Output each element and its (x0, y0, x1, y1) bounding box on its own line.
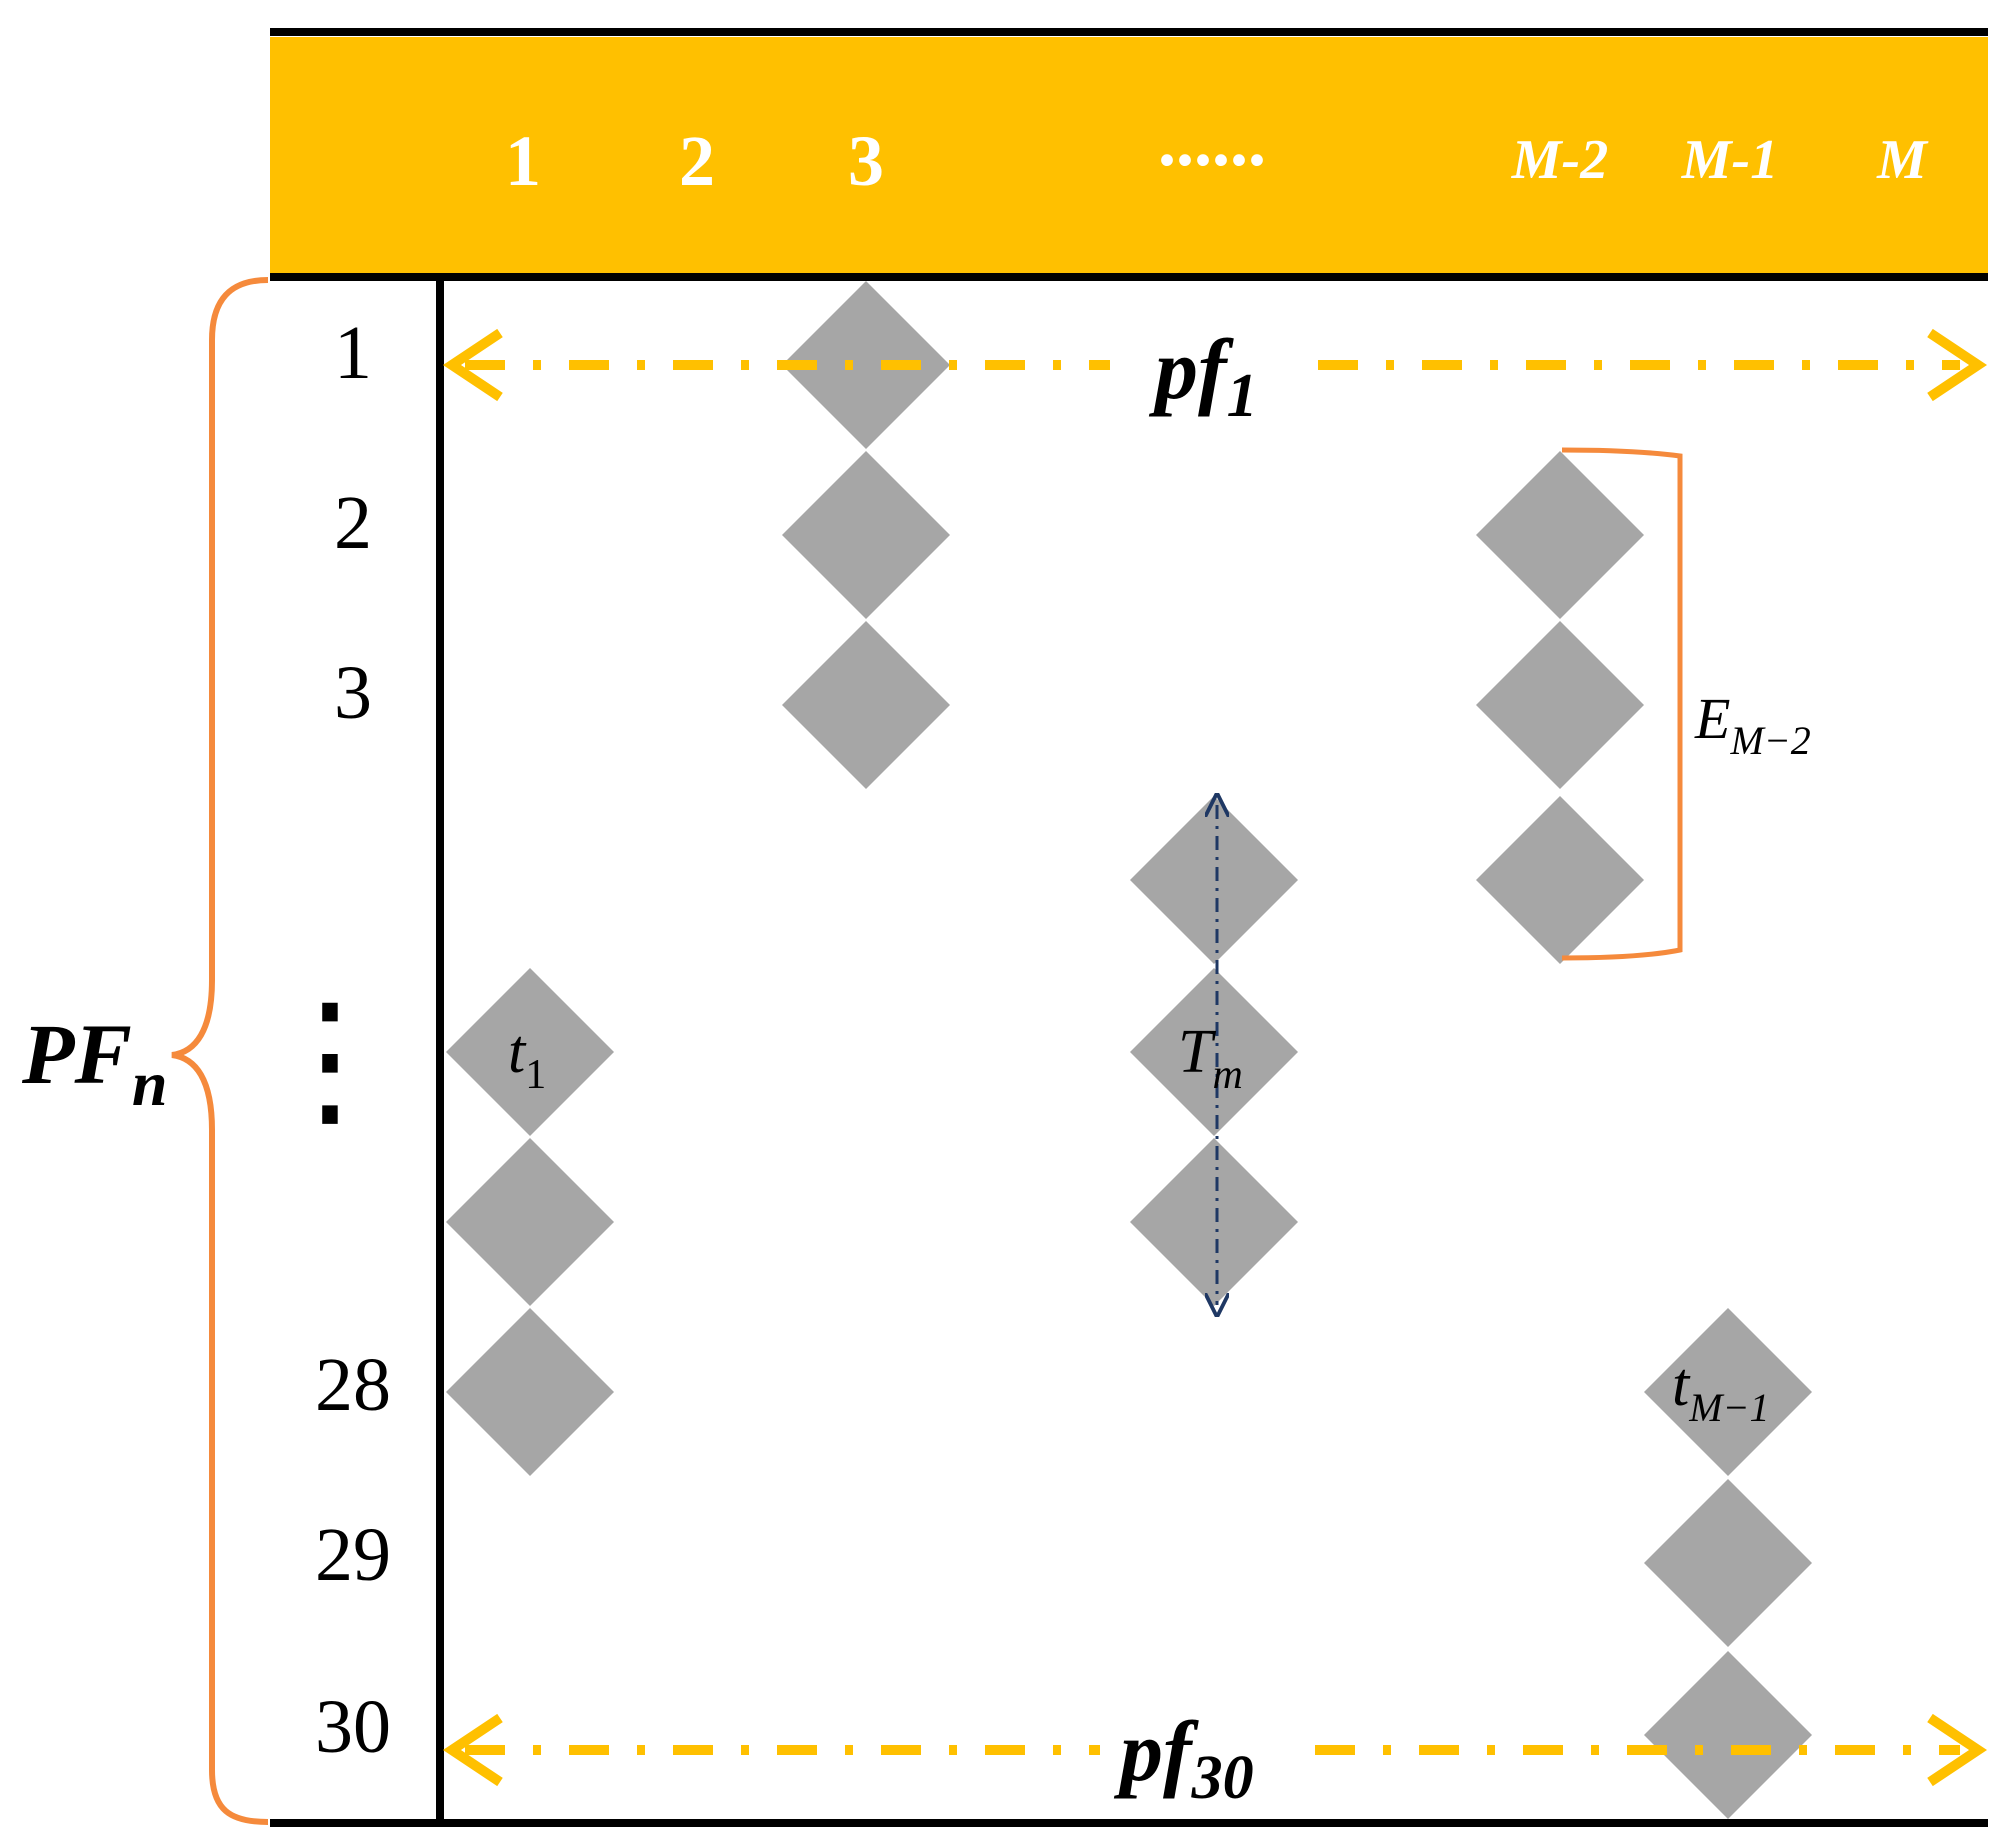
pf1-arrowhead-right (1927, 328, 1988, 402)
diamond-cell (1130, 1138, 1298, 1306)
pf1-label: pf1 (1148, 321, 1258, 430)
diamond-cell (1476, 451, 1644, 619)
diamond-cell (446, 968, 614, 1136)
pf30-arrowhead-right (1927, 1713, 1988, 1787)
row-label-1: 1 (334, 311, 372, 395)
column-label-1: 1 (505, 121, 541, 201)
column-label-2: 2 (679, 121, 715, 201)
diamond-cell (446, 1138, 614, 1306)
e-bracket (1561, 447, 1683, 961)
diamond-group (446, 281, 1812, 1819)
e-bracket-label: EM−2 (1694, 686, 1811, 763)
pf30-label: pf30 (1113, 1703, 1254, 1812)
row-label-3: 3 (334, 651, 372, 735)
row-label-29: 29 (315, 1513, 391, 1597)
diamond-cell (446, 1308, 614, 1476)
pf1-arrowhead-left (442, 328, 503, 402)
group-brace (171, 277, 269, 1825)
diamond-cell (1644, 1479, 1812, 1647)
pf30-arrowhead-left (442, 1713, 503, 1787)
row-label-30: 30 (315, 1685, 391, 1769)
column-label-3: 3 (848, 121, 884, 201)
header-band (270, 37, 1988, 274)
column-label-m-2: M-2 (1511, 129, 1608, 191)
row-label-28: 28 (315, 1343, 391, 1427)
diamond-cell (782, 621, 950, 789)
diamond-cell (1476, 621, 1644, 789)
group-label: PFn (21, 1006, 168, 1119)
diamond-cell (782, 281, 950, 449)
column-label-m-1: M-1 (1681, 129, 1778, 191)
column-label-m: M (1876, 129, 1929, 191)
tm-label: Tm (1178, 1018, 1243, 1098)
tm1-label: tM−1 (1672, 1351, 1770, 1430)
diamond-cell (1644, 1651, 1812, 1819)
diamond-cell (782, 451, 950, 619)
row-label-2: 2 (334, 481, 372, 565)
diamond-cell (1644, 1308, 1812, 1476)
diamond-cell (1130, 796, 1298, 964)
column-label-ellipsis: ...... (1158, 101, 1266, 181)
row-ellipsis: ⋮ (255, 977, 405, 1143)
t1-label: t1 (508, 1018, 546, 1098)
diamond-cell (1476, 796, 1644, 964)
